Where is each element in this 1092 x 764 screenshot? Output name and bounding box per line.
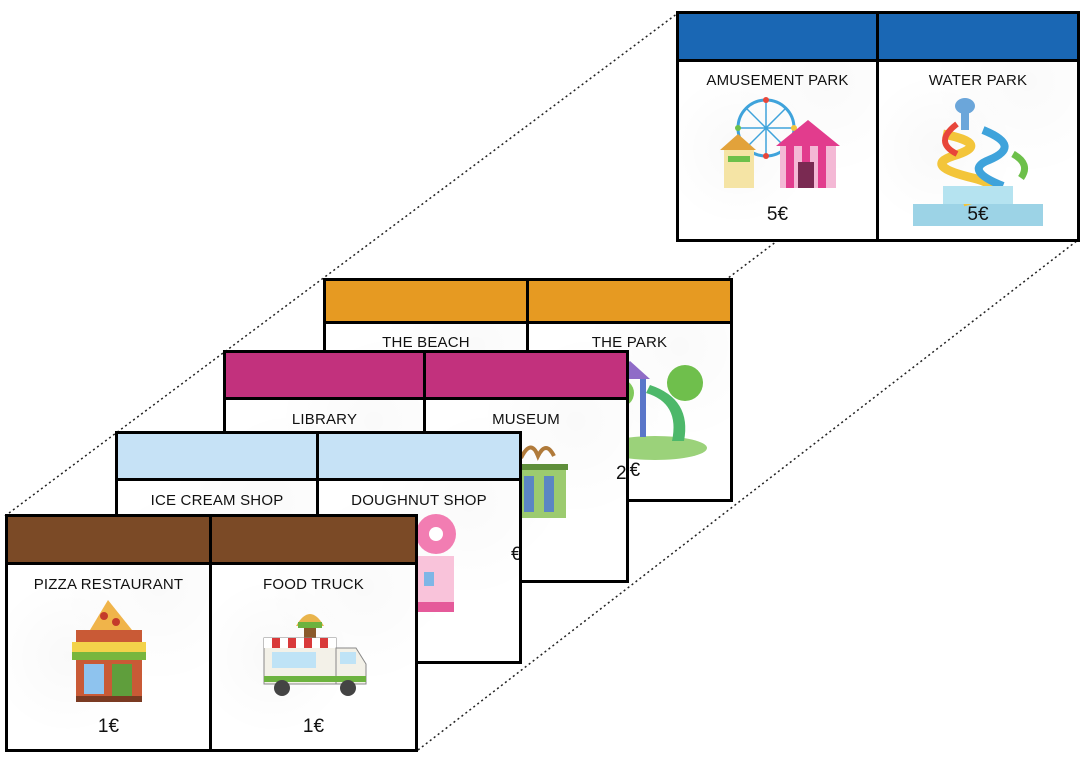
color-band bbox=[326, 281, 526, 324]
food-truck-icon bbox=[263, 614, 366, 696]
card-name: WATER PARK bbox=[928, 72, 1028, 89]
card-name: DOUGHNUT SHOP bbox=[351, 492, 487, 509]
property-card-water-park[interactable]: WATER PARK 5€ bbox=[879, 11, 1080, 242]
card-price: 2€ bbox=[616, 463, 627, 484]
brown-property-set: PIZZA RESTAURANT 1€ FOOD TRUCK bbox=[5, 514, 418, 752]
card-price: 5€ bbox=[766, 204, 789, 225]
color-band bbox=[426, 353, 626, 400]
doughnut-shop-icon bbox=[416, 514, 456, 612]
card-name: LIBRARY bbox=[291, 411, 358, 428]
card-name: PIZZA RESTAURANT bbox=[33, 576, 184, 593]
water-park-icon bbox=[913, 98, 1043, 226]
amusement-park-icon bbox=[719, 97, 840, 188]
color-band bbox=[8, 517, 209, 565]
card-name: AMUSEMENT PARK bbox=[706, 72, 849, 89]
card-price: € bbox=[511, 544, 522, 565]
dark-blue-property-set: AMUSEMENT PARK 5€ WATER PARK bbox=[676, 11, 1080, 242]
card-name: THE BEACH bbox=[382, 334, 470, 351]
color-band bbox=[118, 434, 316, 481]
property-card-food-truck[interactable]: FOOD TRUCK 1€ bbox=[212, 514, 418, 752]
color-band bbox=[679, 14, 876, 62]
card-price: 1€ bbox=[302, 716, 325, 737]
card-name: FOOD TRUCK bbox=[263, 576, 364, 593]
color-band bbox=[226, 353, 423, 400]
card-name: ICE CREAM SHOP bbox=[150, 492, 284, 509]
card-name: MUSEUM bbox=[492, 411, 560, 428]
color-band bbox=[212, 517, 415, 565]
card-price: 1€ bbox=[97, 716, 120, 737]
museum-icon bbox=[516, 445, 568, 518]
color-band bbox=[319, 434, 519, 481]
color-band bbox=[879, 14, 1077, 62]
pizza-restaurant-icon bbox=[71, 600, 146, 702]
property-card-amusement-park[interactable]: AMUSEMENT PARK 5€ bbox=[676, 11, 879, 242]
card-price: 5€ bbox=[967, 204, 989, 225]
card-name: THE PARK bbox=[591, 334, 668, 351]
color-band bbox=[529, 281, 730, 324]
property-card-pizza-restaurant[interactable]: PIZZA RESTAURANT 1€ bbox=[5, 514, 212, 752]
